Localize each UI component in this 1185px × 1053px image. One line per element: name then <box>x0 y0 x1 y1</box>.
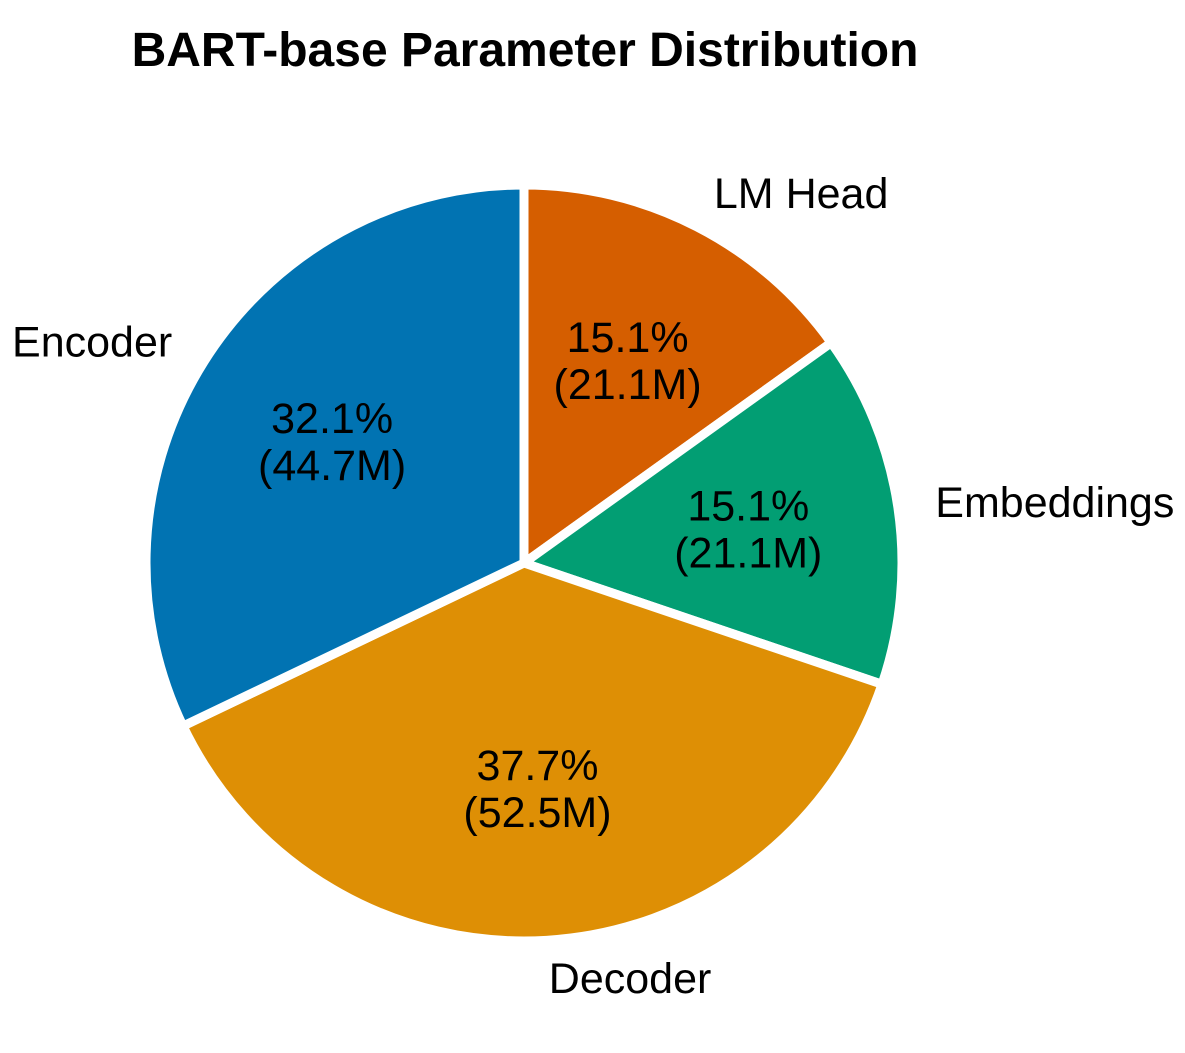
pie-slice-encoder <box>141 180 529 731</box>
slice-name-label-lm-head: LM Head <box>714 170 888 218</box>
slice-value-label-lm-head: 15.1%(21.1M) <box>554 314 702 409</box>
pie-slice-decoder <box>178 558 887 946</box>
pie-labels: 15.1%(21.1M) LM Head 15.1%(21.1M) Embedding… <box>12 170 1174 1003</box>
pie-slice-lm-head <box>519 180 836 568</box>
slice-name-label-embeddings: Embeddings <box>935 479 1174 527</box>
chart-title: BART-base Parameter Distribution <box>132 24 919 77</box>
pie-wedges <box>141 180 907 946</box>
slice-name-label-decoder: Decoder <box>549 955 712 1003</box>
slice-value-label-embeddings: 15.1%(21.1M) <box>674 482 822 577</box>
slice-value-label-decoder: 37.7%(52.5M) <box>463 742 611 837</box>
slice-value-label-encoder: 32.1%(44.7M) <box>258 395 406 490</box>
slice-name-label-encoder: Encoder <box>12 318 172 366</box>
pie-slice-embeddings <box>519 338 907 689</box>
